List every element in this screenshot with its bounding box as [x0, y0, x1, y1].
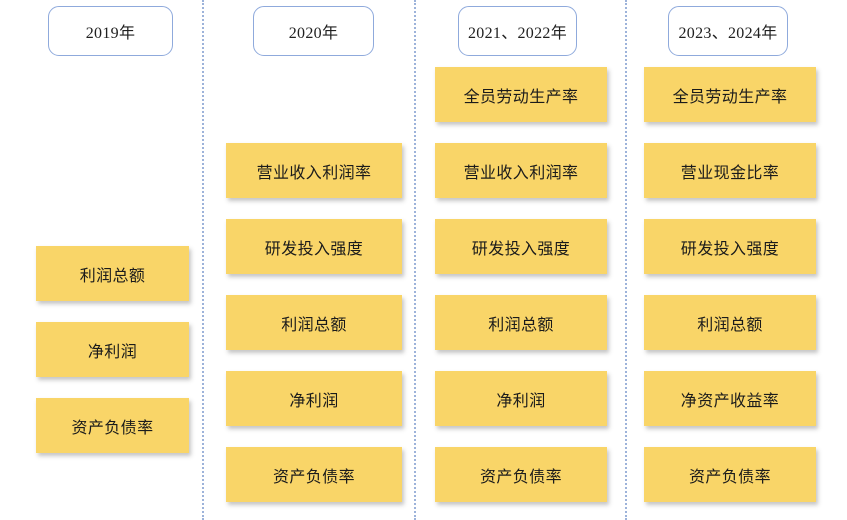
column-divider-3 [625, 0, 627, 520]
year-header-2021-2022[interactable]: 2021、2022年 [458, 6, 577, 56]
metric-box[interactable]: 利润总额 [435, 295, 607, 350]
year-header-2023-2024[interactable]: 2023、2024年 [668, 6, 788, 56]
metric-box[interactable]: 资产负债率 [435, 447, 607, 502]
metric-box[interactable]: 资产负债率 [226, 447, 402, 502]
metric-box[interactable]: 营业现金比率 [644, 143, 816, 198]
metric-stack-2019: 利润总额 净利润 资产负债率 [36, 246, 189, 453]
column-divider-2 [414, 0, 416, 520]
year-header-2020[interactable]: 2020年 [253, 6, 374, 56]
metric-stack-2023-2024: 全员劳动生产率 营业现金比率 研发投入强度 利润总额 净资产收益率 资产负债率 [644, 67, 816, 502]
column-2021-2022: 2021、2022年 全员劳动生产率 营业收入利润率 研发投入强度 利润总额 净… [416, 0, 625, 520]
column-2023-2024: 2023、2024年 全员劳动生产率 营业现金比率 研发投入强度 利润总额 净资… [627, 0, 847, 520]
metric-stack-2020: 营业收入利润率 研发投入强度 利润总额 净利润 资产负债率 [226, 143, 402, 502]
metric-box[interactable]: 净资产收益率 [644, 371, 816, 426]
metric-stack-2021-2022: 全员劳动生产率 营业收入利润率 研发投入强度 利润总额 净利润 资产负债率 [435, 67, 607, 502]
metric-box[interactable]: 资产负债率 [36, 398, 189, 453]
metric-box[interactable]: 净利润 [435, 371, 607, 426]
metric-box[interactable]: 净利润 [226, 371, 402, 426]
metric-box[interactable]: 研发投入强度 [435, 219, 607, 274]
metric-box[interactable]: 研发投入强度 [644, 219, 816, 274]
column-divider-1 [202, 0, 204, 520]
metric-box[interactable]: 利润总额 [226, 295, 402, 350]
column-2020: 2020年 营业收入利润率 研发投入强度 利润总额 净利润 资产负债率 [204, 0, 414, 520]
year-header-2019[interactable]: 2019年 [48, 6, 173, 56]
metric-box[interactable]: 研发投入强度 [226, 219, 402, 274]
metric-box[interactable]: 营业收入利润率 [435, 143, 607, 198]
column-2019: 2019年 利润总额 净利润 资产负债率 [0, 0, 202, 520]
metric-box[interactable]: 资产负债率 [644, 447, 816, 502]
metric-box[interactable]: 利润总额 [644, 295, 816, 350]
metric-box[interactable]: 净利润 [36, 322, 189, 377]
metric-box[interactable]: 全员劳动生产率 [435, 67, 607, 122]
metric-box[interactable]: 全员劳动生产率 [644, 67, 816, 122]
metric-box[interactable]: 营业收入利润率 [226, 143, 402, 198]
metric-box[interactable]: 利润总额 [36, 246, 189, 301]
